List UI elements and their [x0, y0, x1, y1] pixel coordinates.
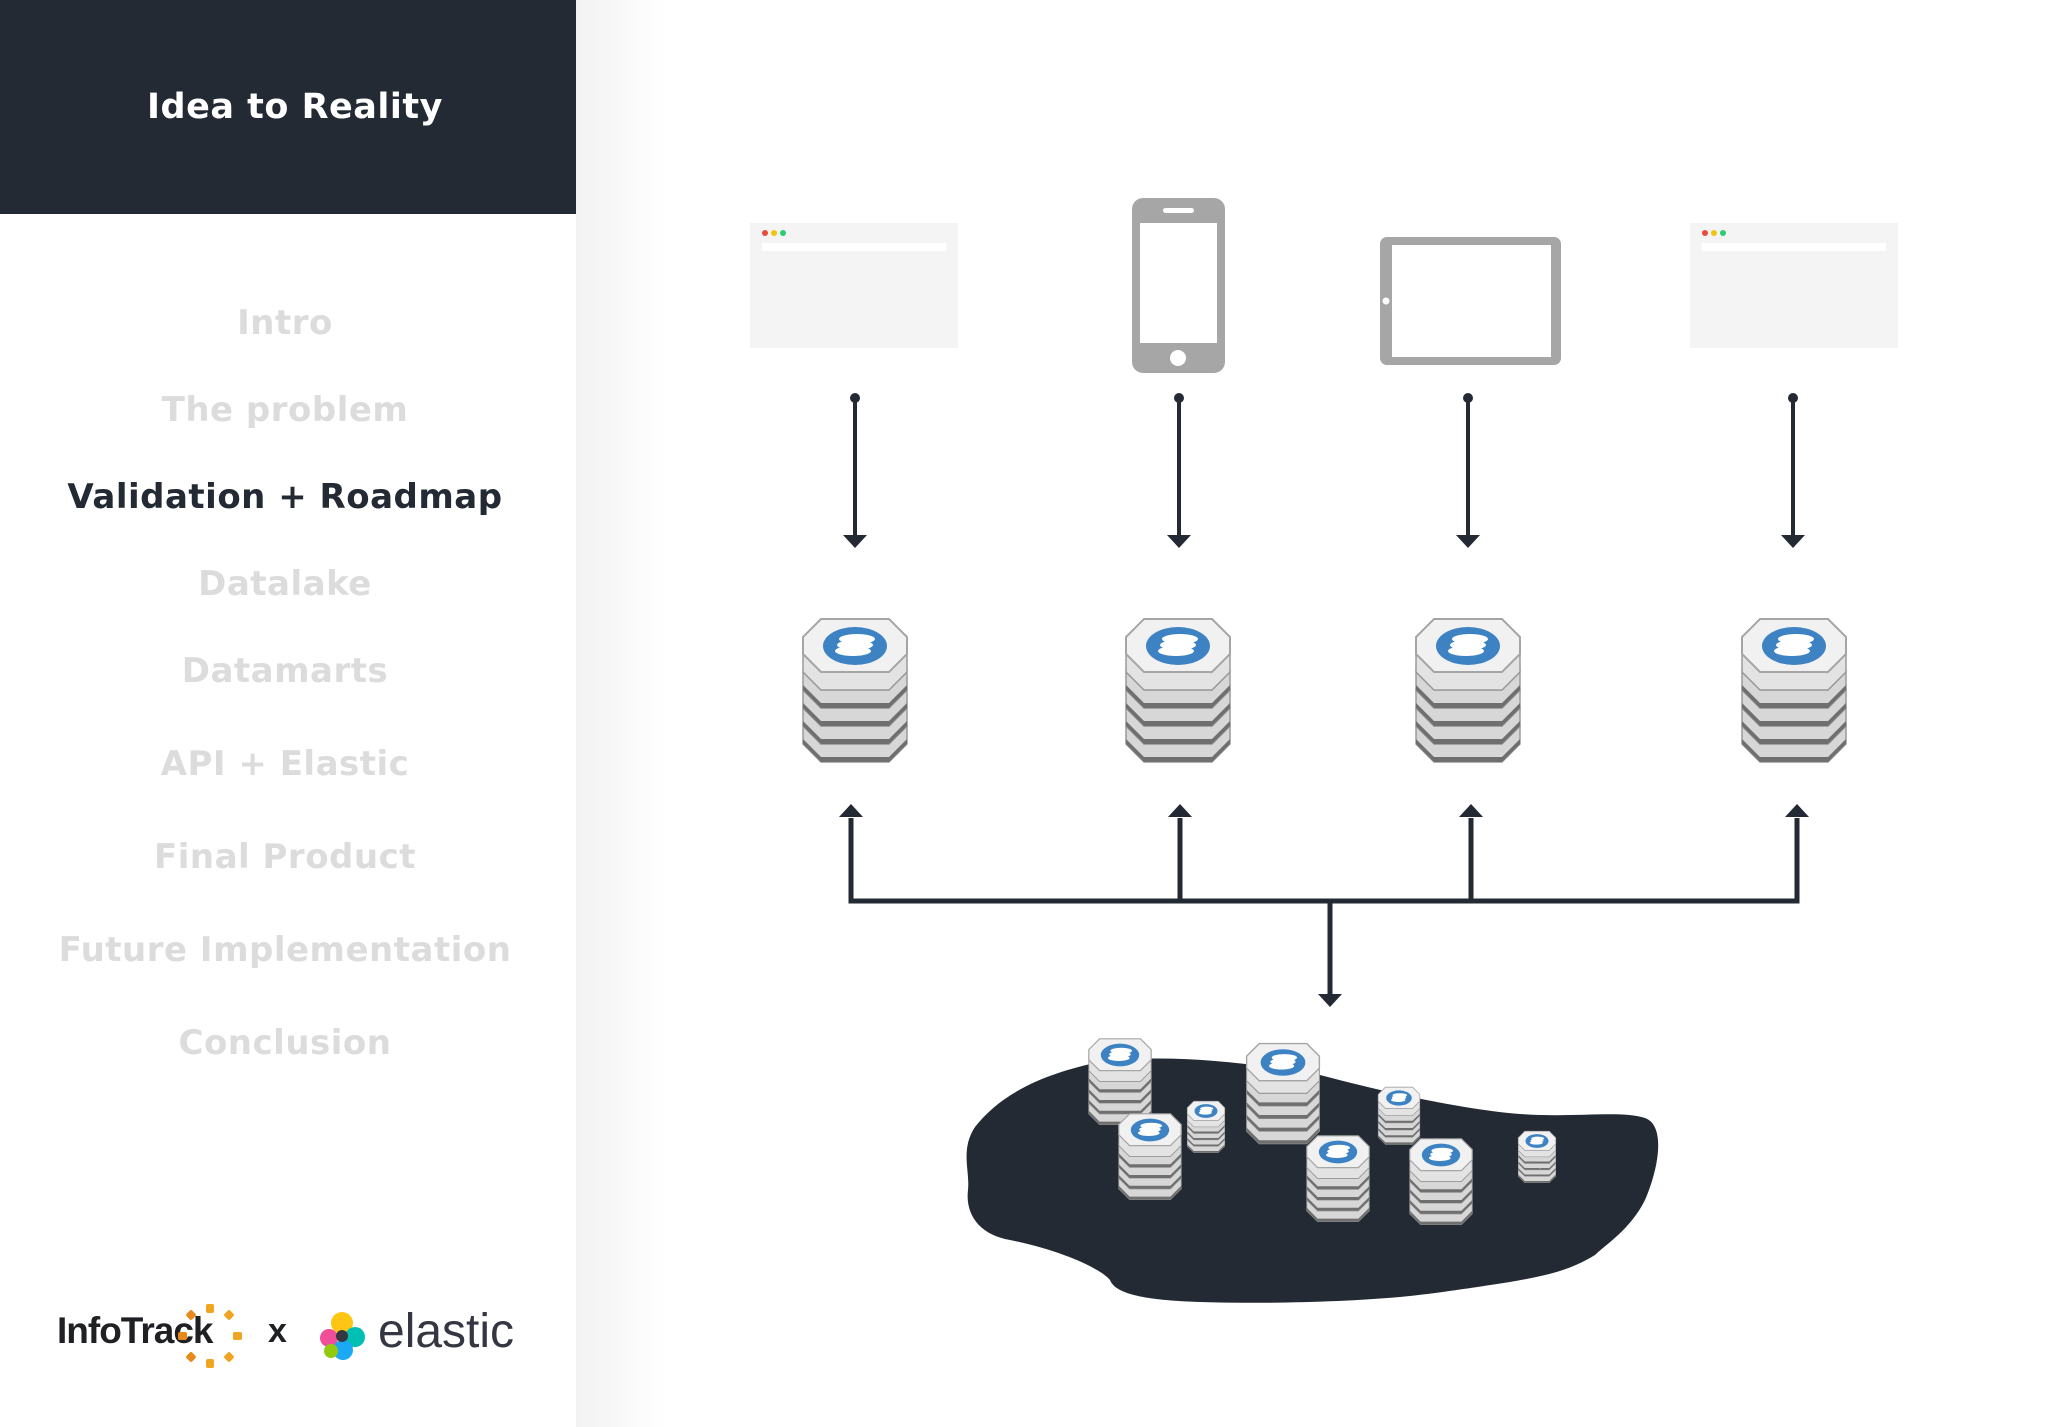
architecture-diagram	[750, 198, 1898, 1303]
partner-logos: InfoTrack x elastic	[0, 1290, 576, 1380]
window-close-dot-icon	[762, 230, 768, 236]
arrow-down-2	[1167, 393, 1191, 548]
datamart-database-1	[802, 618, 908, 763]
nav-item-intro[interactable]: Intro	[237, 303, 333, 343]
datalake-database-2	[1245, 1042, 1321, 1145]
datalake-database-7	[1306, 1135, 1370, 1223]
sidebar: Idea to Reality Intro The problem Valida…	[0, 0, 576, 1427]
datalake	[966, 1038, 1659, 1303]
tablet-icon	[1380, 237, 1561, 365]
arrow-down-3	[1456, 393, 1480, 548]
datamart-database-4	[1741, 618, 1847, 763]
elastic-logo: elastic	[378, 1305, 515, 1358]
window-minimize-dot-icon	[771, 230, 777, 236]
smartphone-icon	[1132, 198, 1225, 373]
datalake-database-4	[1377, 1086, 1421, 1145]
datamart-database-2	[1125, 618, 1231, 763]
nav-item-future-implementation[interactable]: Future Implementation	[58, 930, 512, 970]
nav-item-datalake[interactable]: Datalake	[198, 564, 372, 604]
nav-item-datamarts[interactable]: Datamarts	[181, 651, 389, 691]
datalake-database-6	[1118, 1113, 1182, 1201]
nav-item-final-product[interactable]: Final Product	[153, 837, 416, 877]
window-close-dot-icon	[1702, 230, 1708, 236]
window-maximize-dot-icon	[780, 230, 786, 236]
client-browser-2	[1690, 223, 1898, 348]
nav-item-validation-roadmap[interactable]: Validation + Roadmap	[67, 477, 503, 517]
nav-item-conclusion[interactable]: Conclusion	[178, 1023, 392, 1063]
nav-item-the-problem[interactable]: The problem	[161, 390, 409, 430]
datalake-database-5	[1517, 1130, 1557, 1184]
nav-item-api-elastic[interactable]: API + Elastic	[160, 744, 410, 784]
datalake-database-9	[1539, 1167, 1541, 1169]
datalake-database-1	[1088, 1038, 1152, 1126]
datalake-database-8	[1409, 1138, 1473, 1226]
arrow-down-1	[843, 393, 867, 548]
infotrack-sun-icon	[178, 1304, 242, 1368]
datalake-connector	[839, 804, 1809, 1007]
arrow-down-4	[1781, 393, 1805, 548]
sidebar-header: Idea to Reality	[0, 0, 576, 214]
deck-title: Idea to Reality	[147, 86, 443, 127]
datalake-database-3	[1186, 1100, 1226, 1154]
partnership-separator: x	[268, 1312, 287, 1350]
client-browser-1	[750, 223, 958, 348]
datamart-database-3	[1415, 618, 1521, 763]
window-maximize-dot-icon	[1720, 230, 1726, 236]
main-shade	[576, 0, 666, 1427]
window-minimize-dot-icon	[1711, 230, 1717, 236]
elastic-cluster-icon	[320, 1312, 365, 1360]
